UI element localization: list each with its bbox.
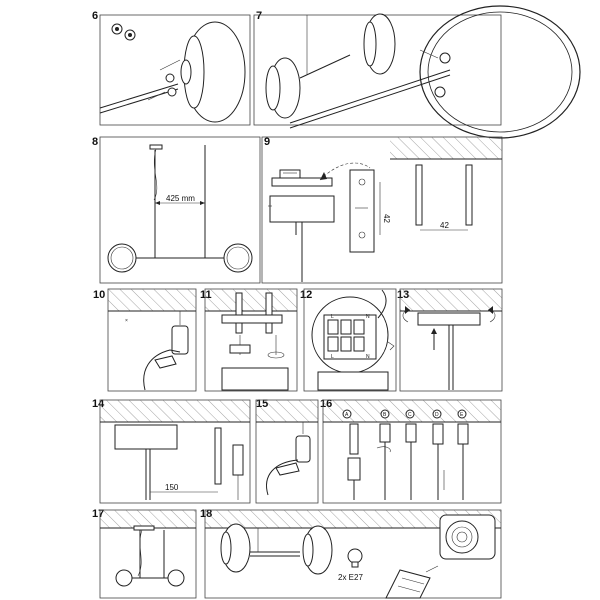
substep-b: B [383,412,387,418]
dimension-150: 150 [165,483,179,492]
canopy [269,195,335,223]
step-6-panel: 6 [92,10,251,126]
screw-anchor [235,292,243,334]
step-10-number: 10 [93,289,105,301]
substep-c: C [408,412,412,418]
step-12-panel: 12 L N L N [300,288,397,392]
step-8-number: 8 [92,136,98,148]
drill-icon [171,325,189,355]
wall-plug [415,164,423,226]
rotate-arrow-icon [488,306,493,314]
substep-a: A [345,412,349,418]
canopy [221,367,289,391]
ring-shade-right [223,243,253,273]
step-10-panel: 10 × [93,288,197,392]
step-9-panel: 9 42 42 [261,136,503,284]
terminal-label-n-bottom: N [366,354,370,360]
step-15-panel: 15 [255,398,319,504]
canopy [114,424,178,450]
terminal-label-l-top: L [331,314,334,320]
terminal-label-n-top: N [366,314,370,320]
up-arrow-icon [431,328,437,334]
dimension-42-horizontal: 42 [440,221,449,230]
step-16-panel: 16 A B C D E [320,398,502,504]
curved-arrow-icon [320,172,327,180]
ring-shade-left [107,243,137,273]
step-18-panel: 18 2x E27 [200,508,502,599]
ring-shade-right [167,569,185,587]
step-7-number: 7 [256,10,262,22]
ring-shade-left [115,569,133,587]
svg-text:×: × [125,318,128,324]
screw-anchor [265,292,273,334]
step-17-panel: 17 [92,508,197,599]
mounting-bracket [349,169,375,253]
bulb-icon [347,548,363,564]
step-9-number: 9 [264,136,270,148]
dimension-425mm: 425 mm [166,194,195,203]
substep-e: E [460,412,464,418]
step-12-number: 12 [300,289,312,301]
step-14-panel: 14 150 [92,398,251,504]
step-11-panel: 11 [200,288,298,392]
step-8-panel: 8 425 mm [92,136,261,284]
terminal-label-l-bottom: L [331,354,334,360]
step-7-panel: 7 [253,5,581,139]
wall-plug [214,427,222,485]
bulb-spec-label: 2x E27 [338,573,363,582]
step-13-panel: 13 [397,288,503,392]
dimension-42-vertical: 42 [382,214,391,223]
rotate-arrow-icon [405,306,410,314]
canopy [417,312,481,326]
substep-d: D [435,412,439,418]
drill-icon [295,435,311,463]
step-6-number: 6 [92,10,98,22]
wall-plug [465,164,473,226]
